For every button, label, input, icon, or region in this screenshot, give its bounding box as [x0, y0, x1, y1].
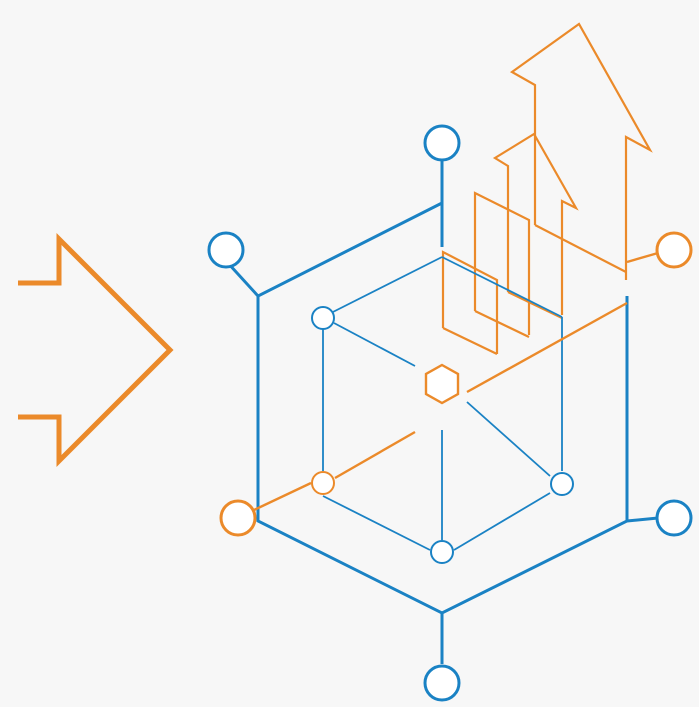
node-inner-right — [550, 472, 574, 496]
arrow-right-icon — [18, 232, 174, 468]
node-lower-right — [655, 499, 693, 537]
node-top — [423, 124, 461, 162]
node-inner-left — [311, 471, 335, 495]
node-inner-top-left — [311, 306, 335, 330]
cube-center-hexagon — [424, 363, 460, 405]
growth-floor-lines — [442, 224, 627, 355]
cube-outer-hexagon — [256, 201, 629, 615]
node-bottom — [423, 664, 461, 702]
cube-top-left-spoke — [225, 260, 260, 298]
cube-bottom-right-spoke — [626, 516, 659, 523]
growth-arrows-bar-icon — [441, 22, 653, 355]
cube-inner-lines-blue — [322, 256, 563, 551]
growth-bar-front — [441, 250, 499, 354]
big-growth-arrow — [509, 22, 653, 280]
growth-bar-back — [473, 191, 531, 335]
node-upper-right — [655, 231, 693, 269]
node-upper-left — [207, 231, 245, 269]
node-lower-left — [219, 499, 257, 537]
small-growth-arrow — [492, 132, 579, 315]
hexagonal-cube-network-icon — [225, 160, 659, 664]
node-inner-bottom — [430, 540, 454, 564]
network-nodes — [207, 124, 693, 702]
cube-inner-lines-orange — [253, 251, 659, 512]
